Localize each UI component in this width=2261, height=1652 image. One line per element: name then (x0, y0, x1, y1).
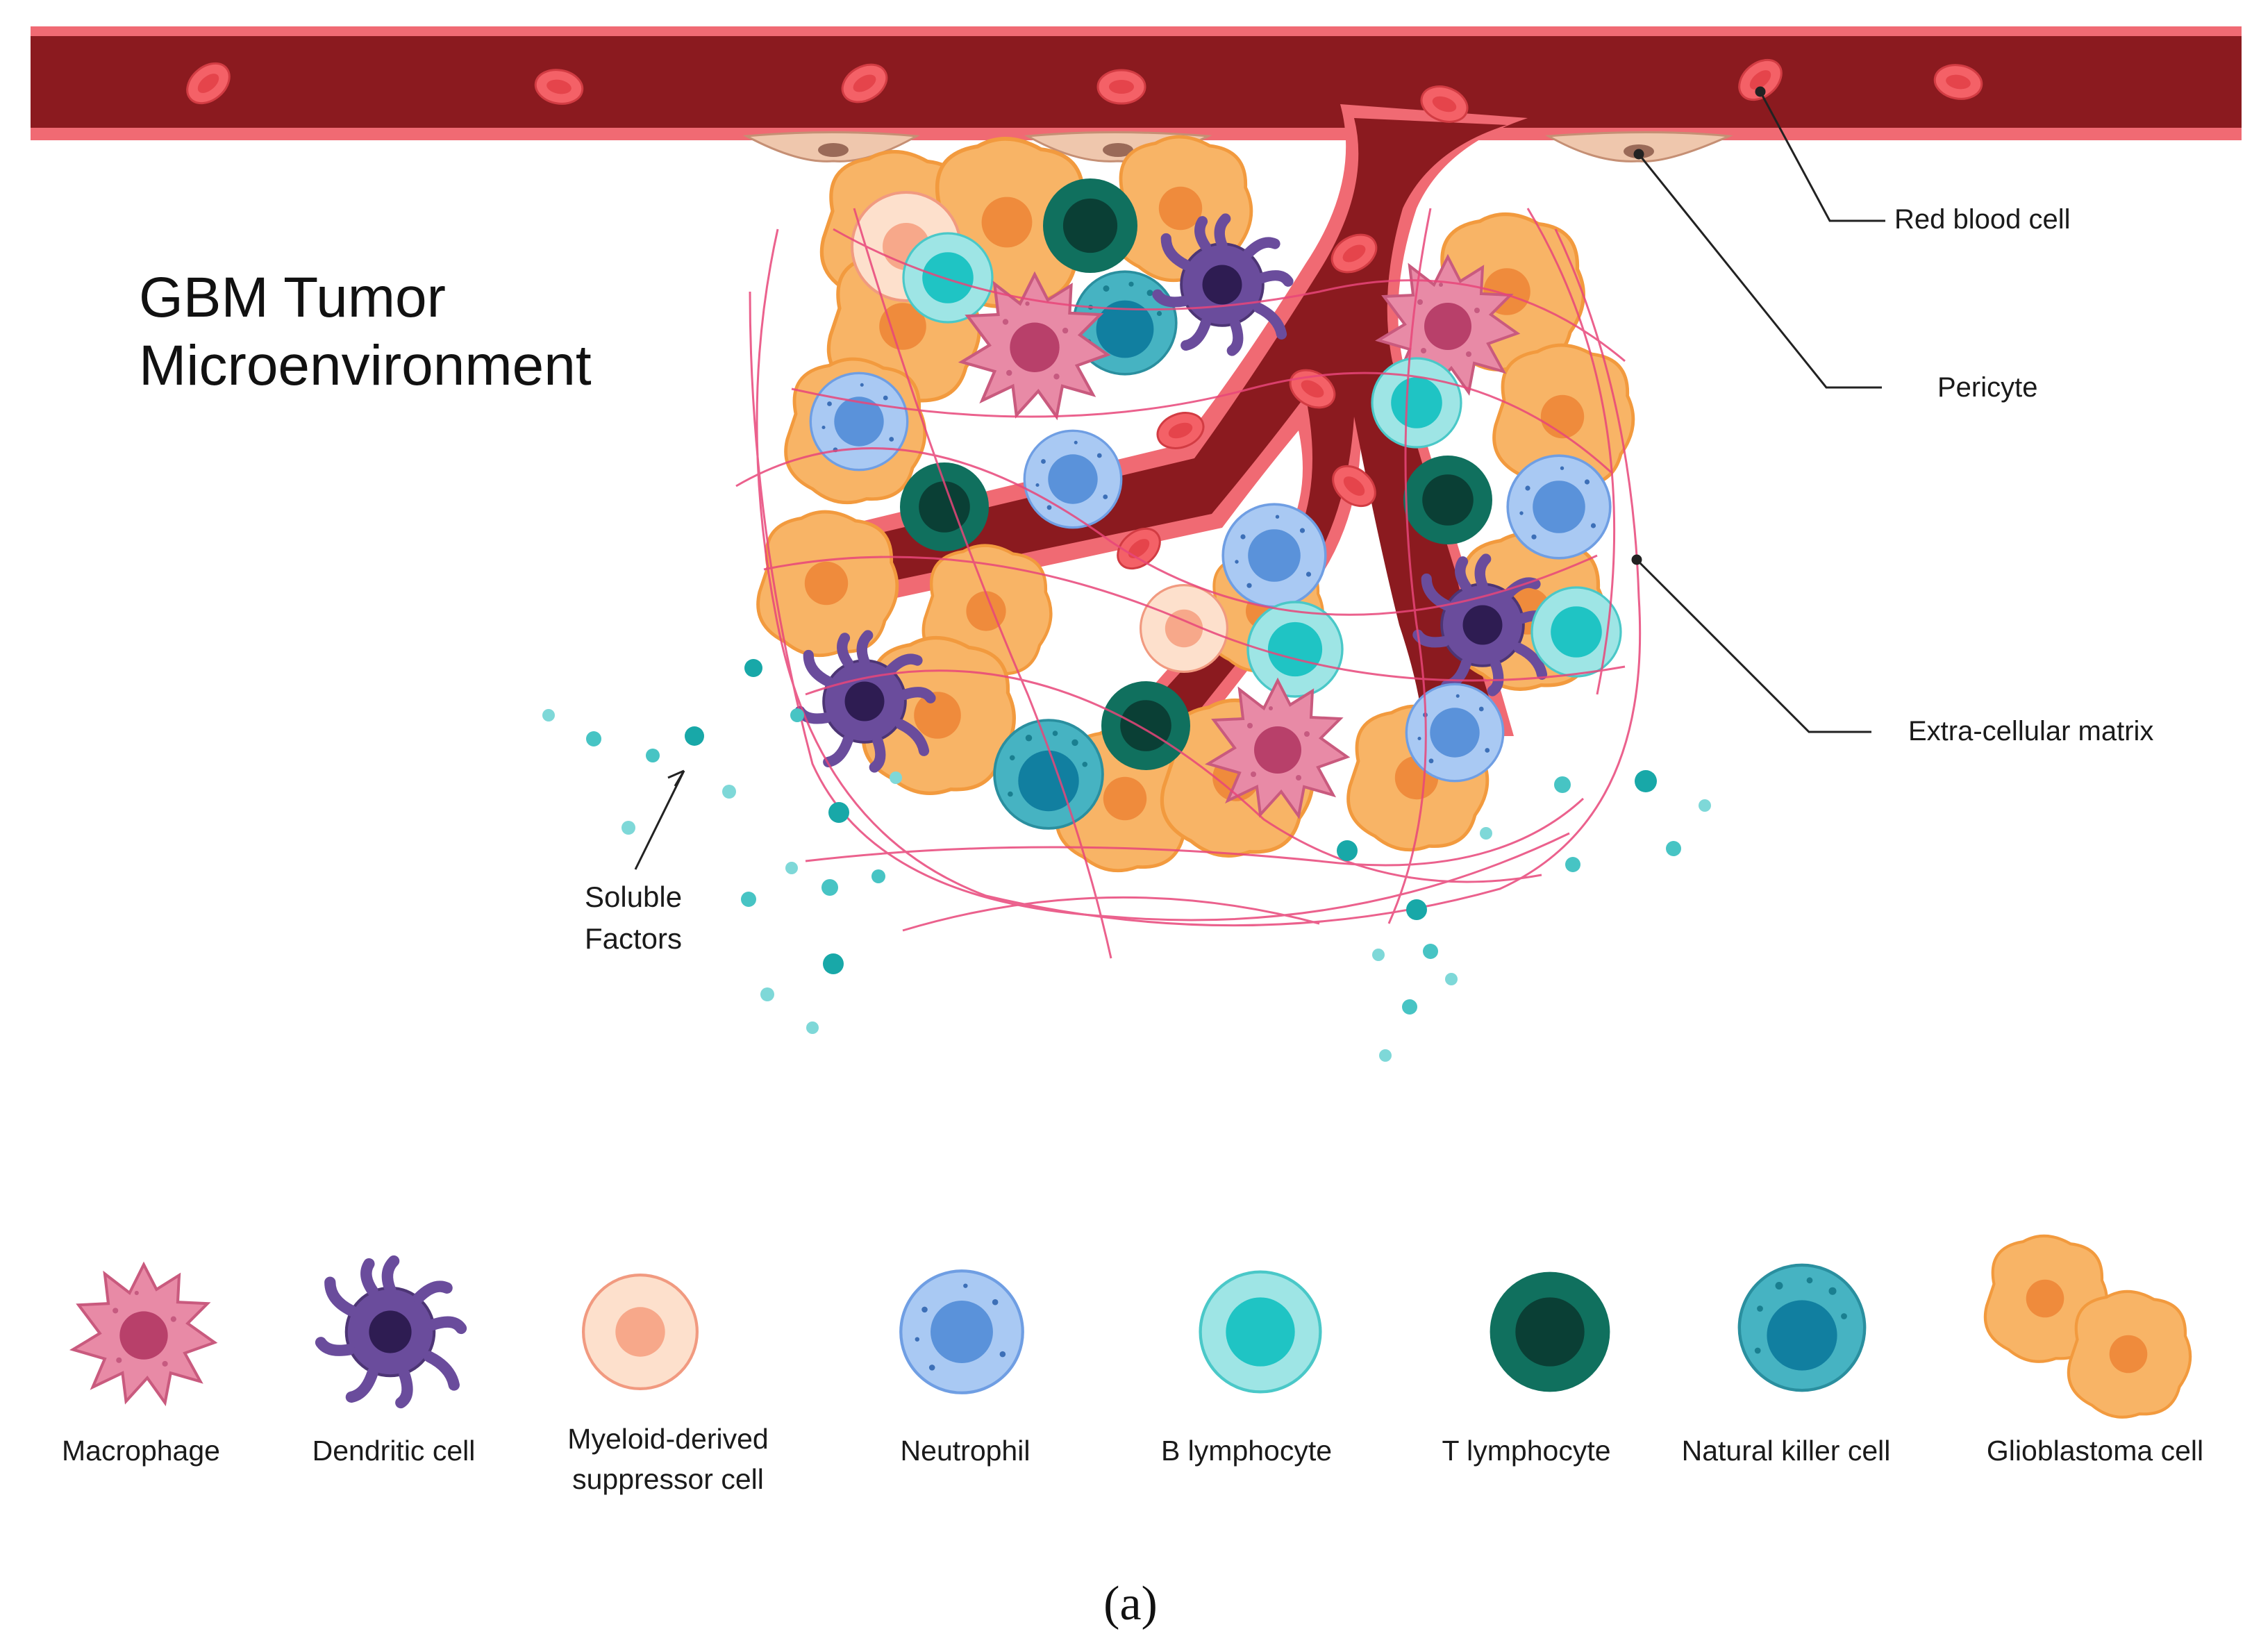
legend-label-macrophage: Macrophage (62, 1435, 220, 1467)
legend-label-mdsc: Myeloid-derived suppressor cell (567, 1419, 768, 1499)
macrophage-icon (73, 1265, 215, 1403)
b-lymphocyte-icon (1201, 1272, 1321, 1392)
legend-label-glioblastoma-cell: Glioblastoma cell (1986, 1435, 2204, 1467)
title-line-2: Microenvironment (139, 334, 592, 397)
figure-title: GBM Tumor Microenvironment (139, 264, 592, 400)
title-line-1: GBM Tumor (139, 266, 446, 329)
neutrophil-icon (901, 1271, 1022, 1392)
legend-label-dendritic-cell: Dendritic cell (312, 1435, 476, 1467)
callout-red-blood-cell: Red blood cell (1894, 204, 2071, 235)
t-lymphocyte-icon (1490, 1271, 1610, 1392)
legend-label-nk-cell: Natural killer cell (1681, 1435, 1891, 1467)
legend-label-neutrophil: Neutrophil (900, 1435, 1031, 1467)
glioblastoma-cell-icon (1985, 1236, 2190, 1417)
legend-label-t-lymphocyte: T lymphocyte (1442, 1435, 1611, 1467)
nk-cell-icon (1739, 1265, 1864, 1390)
legend-label-b-lymphocyte: B lymphocyte (1160, 1435, 1333, 1467)
legend-icons (73, 1236, 2190, 1417)
extracellular-matrix (735, 208, 1642, 959)
figure-caption: (a) (1103, 1577, 1158, 1630)
mdsc-icon (583, 1275, 697, 1389)
soluble-line-2: Factors (585, 922, 683, 955)
dendritic-cell-icon (321, 1261, 461, 1403)
callout-soluble-factors: Soluble Factors (585, 876, 682, 960)
legend-label-mdsc-line-1: Myeloid-derived (567, 1423, 769, 1455)
legend-label-mdsc-line-2: suppressor cell (572, 1463, 764, 1495)
soluble-factors (542, 659, 1711, 1062)
callout-extracellular-matrix: Extra-cellular matrix (1908, 716, 2154, 746)
callout-pericyte: Pericyte (1937, 372, 2038, 403)
callout-lines (634, 86, 1885, 870)
soluble-line-1: Soluble (585, 881, 683, 913)
